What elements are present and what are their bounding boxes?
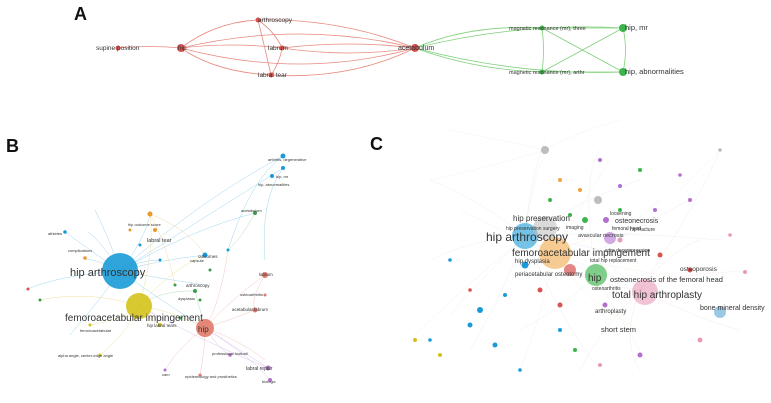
label-c-femoral-head: femoral head	[612, 226, 641, 232]
node-hip	[177, 44, 185, 52]
node-mr-arthr	[539, 69, 545, 75]
label-b-acetabulum: acetabulum	[241, 208, 262, 213]
label-labrum: labrum	[268, 45, 288, 52]
node-c-fai	[539, 237, 571, 269]
node-hip-abnormalities	[619, 68, 627, 76]
node-acetabulum	[411, 44, 419, 52]
label-c-hip-preservation-surgery: hip preservation surgery	[506, 226, 560, 232]
panel-a-red-edges	[117, 19, 416, 77]
label-c-loosening: loosening	[610, 211, 632, 217]
label-c-fai: femoroacetabular impingement	[512, 248, 650, 259]
label-hip-mr: hip, mr	[625, 23, 648, 32]
label-b-labrum: labrum	[259, 272, 273, 277]
node-arthroscopy	[255, 17, 261, 23]
label-b-professional-football: professional football	[212, 351, 248, 356]
node-c-hip-preservation	[533, 216, 557, 240]
label-mr-three: magnetic resonance (mr), three	[509, 26, 586, 32]
label-c-core-decompression: core decompression	[605, 248, 650, 254]
node-c-periacetabular-osteotomy	[564, 264, 576, 276]
label-b-labral-tear: labral tear	[147, 238, 172, 244]
label-b-dysplasia: dysplasia	[178, 296, 195, 301]
label-b-osteoarthritis: osteoarthritis	[240, 292, 263, 297]
panel-a-letter: A	[74, 4, 87, 24]
label-hip: hip	[178, 45, 187, 52]
label-b-arthritis-degenerative: arthritis, degenerative	[268, 157, 307, 162]
label-b-hip-abnormalities: hip, abnormalities	[258, 182, 289, 187]
node-labral-tear	[268, 72, 274, 78]
label-c-total-hip-replacement: total hip replacement	[590, 258, 637, 264]
node-c-osteonecrosis	[604, 232, 616, 244]
label-c-periacetabular-osteotomy: periacetabular osteotomy	[515, 272, 582, 278]
label-c-osteoporosis: osteoporosis	[680, 266, 718, 273]
label-c-bone-mineral-density: bone mineral density	[700, 305, 765, 312]
label-c-hip: hip	[588, 273, 602, 284]
label-b-alpha-angle: alpha angle, center-edge angle	[58, 353, 114, 358]
panel-b: B	[6, 136, 307, 384]
label-b-capsule: capsule	[190, 258, 205, 263]
node-mr-three	[539, 25, 545, 31]
label-c-hip-dysplasia: hip dysplasia	[515, 259, 550, 265]
panel-c-letter: C	[370, 134, 383, 154]
label-b-outcomes: outcomes	[198, 254, 218, 259]
label-b-hip-outcome-score: hip outcome score	[128, 222, 161, 227]
label-b-hip-mr: hip, mr	[276, 174, 289, 179]
panel-c-edges	[409, 119, 746, 371]
label-hip-abnormalities: hip, abnormalities	[625, 67, 684, 76]
label-b-athletes: athletes	[48, 231, 62, 236]
label-c-hip-preservation: hip preservation	[513, 214, 570, 223]
label-c-short-stem: short stem	[601, 325, 636, 334]
node-labrum	[279, 45, 285, 51]
label-acetabulum: acetabulum	[398, 45, 434, 52]
node-hip-b	[196, 319, 214, 337]
label-b-cam: cam	[162, 372, 170, 377]
label-b-fai: femoroacetabular impingement	[65, 313, 203, 324]
panel-c-small-nodes	[413, 146, 747, 372]
node-supine-position	[115, 45, 121, 51]
label-b-femoroacetabular: femoroacetabular	[80, 328, 112, 333]
label-supine-position: supine position	[96, 45, 140, 52]
label-b-hip: hip	[198, 325, 209, 334]
label-b-biologic: biologic	[262, 379, 276, 384]
node-c-hip	[585, 264, 607, 286]
panel-b-edges	[24, 155, 284, 381]
label-b-hip-labral-tears: hip labral tears	[147, 323, 177, 328]
label-c-osteonecrosis-femoral-head: osteonecrosis of the femoral head	[610, 275, 723, 284]
label-mr-arthr: magnetic resonance (mr), arthr	[509, 70, 585, 76]
label-b-acetabular-labrum: acetabular labrum	[232, 307, 268, 312]
label-labral-tear: labral tear	[258, 72, 288, 79]
label-b-complications: complications	[68, 248, 92, 253]
label-b-hip-arthroscopy: hip arthroscopy	[70, 267, 146, 279]
node-femoroacetabular-impingement	[126, 293, 152, 319]
label-b-labral-repair: labral repair	[246, 366, 273, 372]
label-b-arthroscopy: arthroscopy	[186, 283, 210, 288]
label-c-hip-arthroscopy: hip arthroscopy	[486, 230, 568, 244]
label-c-hip-fracture: hip fracture	[630, 227, 655, 233]
node-c-total-hip-arthroplasty	[632, 279, 658, 305]
label-arthroscopy: arthroscopy	[258, 17, 293, 24]
label-c-osteonecrosis: osteonecrosis	[615, 218, 659, 225]
node-hip-arthroscopy	[102, 253, 138, 289]
panel-a-green-edges	[414, 26, 626, 73]
node-c-hip-arthroscopy	[512, 223, 538, 249]
panel-a: A	[74, 4, 684, 79]
label-c-arthroplasty: arthroplasty	[595, 309, 626, 315]
node-hip-mr	[619, 24, 627, 32]
label-c-total-hip-arthroplasty: total hip arthroplasty	[612, 290, 702, 301]
label-c-osteoarthritis: osteoarthritis	[592, 286, 621, 292]
label-c-imaging: imaging	[566, 225, 584, 231]
panel-b-letter: B	[6, 136, 19, 156]
panel-b-small-nodes	[26, 153, 286, 382]
panel-c: C	[370, 119, 765, 372]
label-c-avascular-necrosis: avascular necrosis	[578, 233, 624, 239]
label-b-epidemiology: epidemiology and prosthetics	[185, 374, 237, 379]
